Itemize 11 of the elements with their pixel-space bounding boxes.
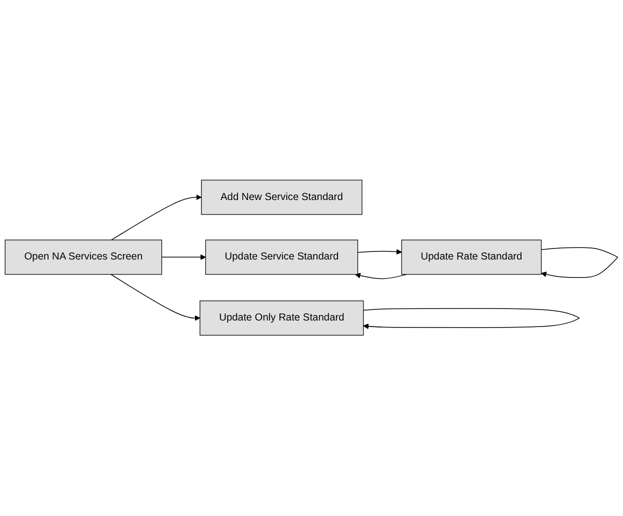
node-box: Update Rate Standard: [401, 240, 542, 276]
arrow: [540, 248, 618, 278]
arrow: [363, 308, 580, 330]
arrow: [357, 249, 402, 255]
arrow: [111, 194, 202, 241]
node-box: Add New Service Standard: [201, 180, 362, 216]
arrow: [161, 254, 206, 260]
arrow: [110, 274, 200, 322]
node-box: Update Service Standard: [205, 240, 358, 276]
node-box: Open NA Services Screen: [4, 240, 162, 276]
node-box: Update Only Rate Standard: [200, 300, 364, 336]
